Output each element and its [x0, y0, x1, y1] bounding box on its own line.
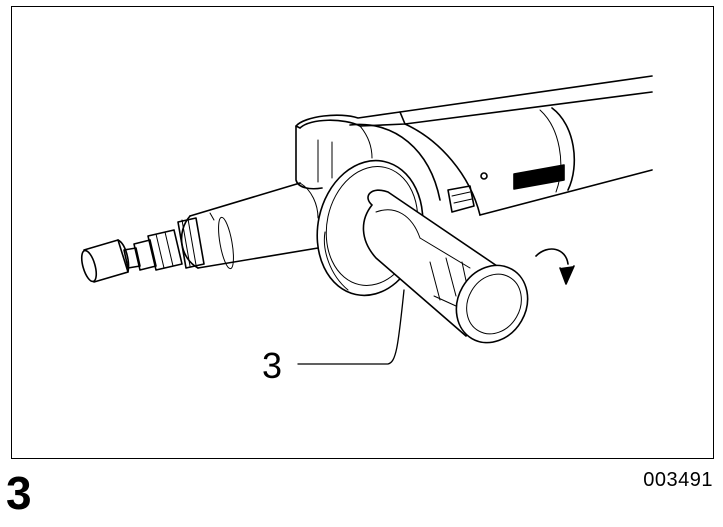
figure-frame	[11, 6, 714, 459]
mounted-point	[80, 239, 130, 283]
spindle-housing	[180, 182, 331, 270]
collet-nut	[123, 217, 205, 271]
callout-leader	[297, 289, 405, 365]
side-grip-handle	[362, 189, 529, 344]
motor-housing	[399, 75, 653, 216]
figure-code: 003491	[643, 469, 713, 491]
callout-label: 3	[262, 345, 282, 386]
gear-head	[295, 111, 441, 201]
svg-text:makita: makita	[519, 173, 552, 190]
curved-arrow-clockwise-icon	[535, 248, 575, 285]
makita-logo: makita	[513, 164, 565, 190]
figure-number: 3	[6, 467, 32, 519]
